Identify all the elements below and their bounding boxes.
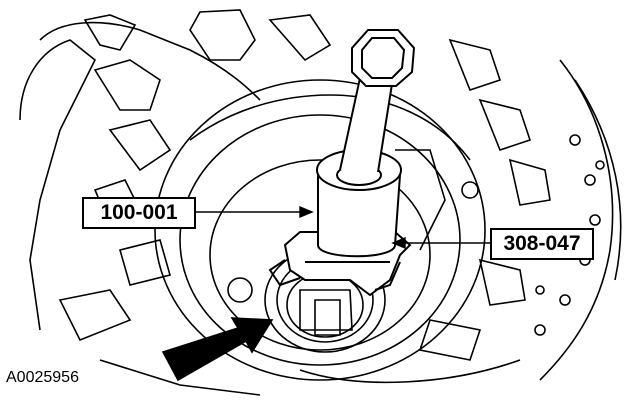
- leader-line-left: [196, 205, 314, 219]
- callout-308-047: 308-047: [490, 228, 594, 260]
- leader-line-right: [391, 236, 490, 250]
- transmission-housing: [19, 9, 622, 396]
- bore-rings: [154, 79, 486, 381]
- bolt-holes: [227, 134, 605, 336]
- arrow-icon: [161, 317, 274, 382]
- tool-slide-hammer-100-001: [316, 29, 416, 258]
- figure-identifier: A0025956: [6, 369, 79, 386]
- callout-100-001: 100-001: [82, 197, 196, 229]
